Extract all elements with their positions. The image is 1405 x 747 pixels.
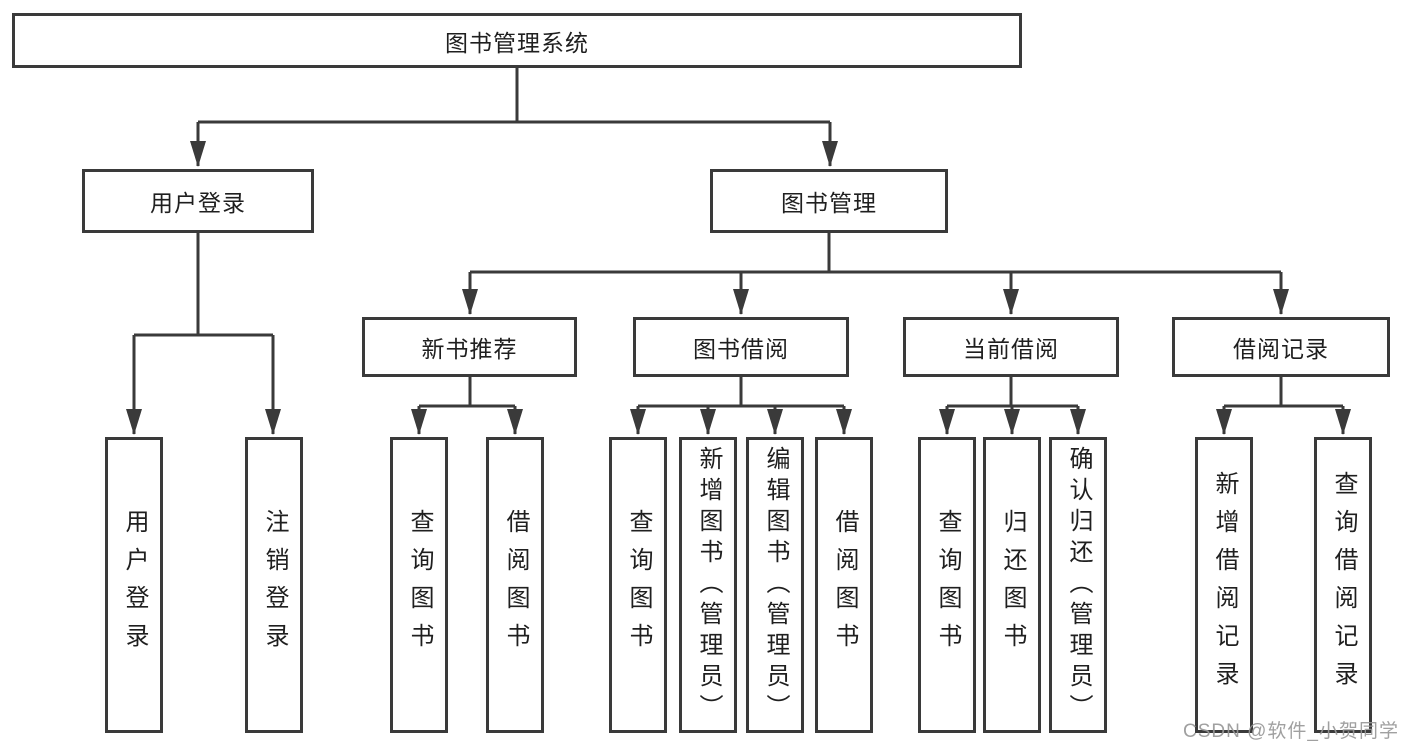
node-book-borrow: 图书借阅 (633, 317, 849, 377)
leaf-label: 借阅图书 (502, 509, 529, 661)
leaf-label: 查询借阅记录 (1330, 471, 1357, 699)
node-label: 图书管理 (781, 190, 877, 216)
leaf-label: 新增借阅记录 (1211, 471, 1238, 699)
leaf-label: 注销登录 (261, 509, 288, 661)
connector-bookborrow-stem (638, 377, 844, 408)
leaf-query-books-recommend: 查询图书 (390, 437, 448, 733)
leaf-query-books-current: 查询图书 (918, 437, 976, 733)
leaf-logout: 注销登录 (245, 437, 303, 733)
connector-newbook-stem (419, 377, 515, 408)
node-label: 借阅记录 (1233, 336, 1329, 362)
node-label: 图书管理系统 (445, 29, 589, 56)
leaf-query-books-borrow: 查询图书 (609, 437, 667, 733)
leaf-label: 确认归还（管理员） (1065, 445, 1092, 725)
leaf-add-book-admin: 新增图书（管理员） (679, 437, 737, 733)
node-label: 新书推荐 (421, 336, 518, 362)
leaf-user-login: 用户登录 (105, 437, 163, 733)
node-label: 图书借阅 (693, 336, 789, 362)
node-library-system: 图书管理系统 (12, 13, 1022, 68)
leaf-borrow-books-recommend: 借阅图书 (486, 437, 544, 733)
leaf-add-borrow-record: 新增借阅记录 (1195, 437, 1253, 733)
node-label: 当前借阅 (963, 336, 1059, 362)
node-book-management: 图书管理 (710, 169, 948, 233)
leaf-label: 用户登录 (121, 509, 148, 661)
leaf-label: 归还图书 (999, 509, 1026, 661)
leaf-label: 新增图书（管理员） (695, 445, 722, 725)
connector-bookmgmt-stem (470, 233, 1281, 274)
leaf-confirm-return-admin: 确认归还（管理员） (1049, 437, 1107, 733)
connector-userlogin-stem (134, 233, 273, 337)
csdn-watermark: CSDN @软件_小贺同学 (1183, 721, 1399, 742)
leaf-edit-book-admin: 编辑图书（管理员） (746, 437, 804, 733)
node-current-borrow: 当前借阅 (903, 317, 1119, 377)
leaf-return-book: 归还图书 (983, 437, 1041, 733)
leaf-label: 编辑图书（管理员） (762, 445, 789, 725)
leaf-label: 借阅图书 (831, 509, 858, 661)
leaf-label: 查询图书 (625, 509, 652, 661)
node-label: 用户登录 (150, 190, 246, 216)
connector-currentborrow-stem (947, 377, 1078, 408)
leaf-query-borrow-record: 查询借阅记录 (1314, 437, 1372, 733)
node-borrow-records: 借阅记录 (1172, 317, 1390, 377)
leaf-label: 查询图书 (934, 509, 961, 661)
leaf-label: 查询图书 (406, 509, 433, 661)
node-user-login: 用户登录 (82, 169, 314, 233)
leaf-borrow-books: 借阅图书 (815, 437, 873, 733)
node-new-book-recommend: 新书推荐 (362, 317, 577, 377)
connector-records-stem (1224, 377, 1343, 408)
